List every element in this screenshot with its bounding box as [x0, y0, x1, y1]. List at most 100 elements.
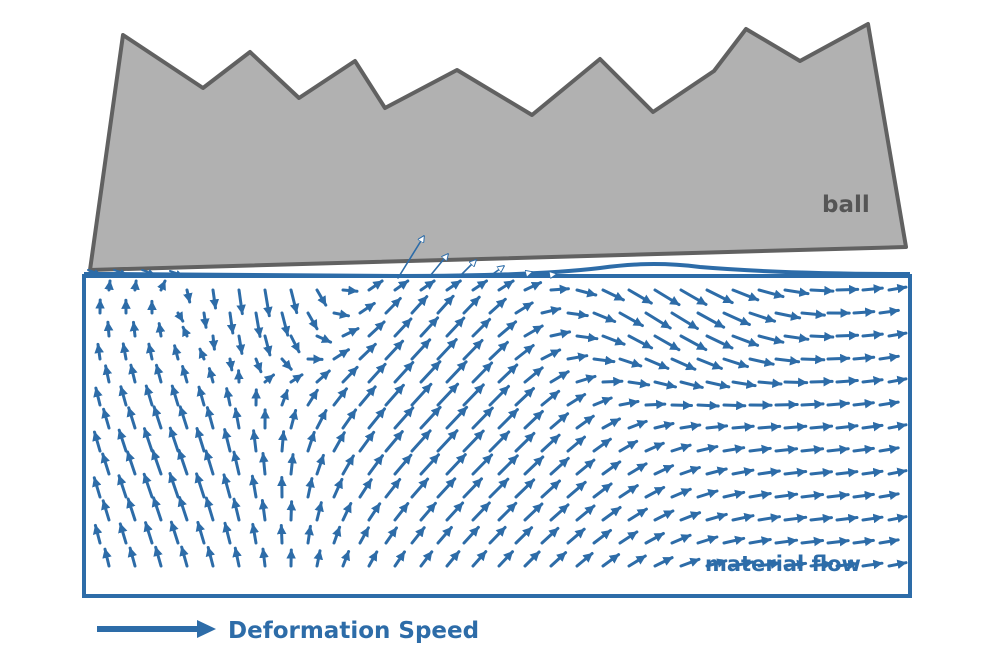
flow-arrow [835, 467, 859, 478]
flow-arrow [653, 509, 675, 522]
flow-arrow [497, 408, 519, 430]
flow-arrow [151, 449, 163, 476]
flow-arrow [809, 559, 833, 570]
flow-arrow [358, 478, 373, 499]
flow-arrow [644, 357, 670, 370]
flow-vector-field [87, 236, 908, 570]
flow-arrow [436, 338, 458, 361]
flow-arrow [341, 408, 358, 430]
flow-arrow [783, 377, 809, 388]
flow-arrow [670, 487, 692, 499]
flow-arrow [179, 545, 189, 568]
flow-arrow [205, 546, 216, 568]
flow-arrow [800, 536, 825, 547]
flow-arrow [436, 382, 460, 407]
flow-arrow [117, 428, 128, 453]
flow-arrow [341, 327, 360, 338]
flow-arrow [757, 559, 781, 569]
flow-arrow [304, 524, 314, 545]
flow-arrow [748, 444, 772, 455]
flow-arrow [198, 347, 208, 361]
flow-arrow [592, 437, 612, 453]
flow-arrow [705, 380, 731, 390]
flow-arrow [783, 467, 808, 478]
flow-arrow [462, 383, 485, 407]
flow-arrow [225, 357, 236, 372]
flow-arrow [679, 334, 708, 352]
flow-arrow [618, 484, 639, 499]
flow-arrow [705, 422, 729, 432]
flow-arrow [117, 474, 128, 499]
flow-arrow [627, 288, 653, 305]
flow-arrow [861, 330, 884, 340]
flow-arrow [722, 400, 747, 411]
flow-arrow [627, 462, 648, 476]
flow-arrow [540, 479, 561, 499]
flow-arrow [410, 526, 426, 545]
flow-arrow [887, 467, 908, 478]
flow-arrow [488, 477, 510, 499]
flow-arrow [696, 443, 719, 454]
flow-arrow [332, 525, 342, 545]
flow-arrow [627, 378, 651, 389]
flow-arrow [278, 430, 288, 453]
flow-arrow [852, 490, 875, 501]
flow-arrow [644, 485, 666, 499]
flow-arrow [731, 467, 755, 477]
flow-arrow [748, 536, 772, 546]
flow-arrow [93, 386, 103, 407]
flow-arrow [783, 559, 808, 570]
flow-arrow [575, 504, 596, 522]
flow-arrow [315, 453, 326, 476]
flow-arrow [172, 344, 182, 361]
flow-arrow [170, 384, 180, 407]
flow-arrow [800, 309, 826, 320]
flow-arrow [258, 499, 269, 522]
ball-shape [88, 22, 908, 272]
flow-arrow [705, 288, 734, 305]
flow-arrow [575, 288, 598, 298]
flow-arrow [861, 467, 884, 478]
flow-arrow [627, 334, 654, 350]
flow-arrow [774, 355, 801, 366]
flow-arrow [826, 490, 850, 501]
flow-arrow [259, 452, 269, 476]
flow-arrow [809, 376, 834, 387]
flow-arrow [249, 474, 259, 499]
flow-arrow [748, 311, 777, 324]
flow-arrow [679, 557, 701, 568]
flow-arrow [748, 490, 772, 500]
flow-arrow [852, 353, 876, 363]
flow-arrow [155, 322, 166, 338]
flow-arrow [367, 362, 387, 384]
flow-arrow [393, 550, 406, 568]
flow-arrow [731, 422, 755, 432]
flow-arrow [459, 260, 476, 277]
flow-arrow [445, 316, 466, 338]
flow-arrow [208, 334, 219, 351]
flow-arrow [471, 361, 494, 384]
flow-arrow [835, 376, 859, 386]
flow-arrow [113, 269, 127, 276]
flow-arrow [489, 266, 504, 277]
flow-arrow [497, 279, 515, 292]
flow-arrow [471, 550, 488, 568]
flow-arrow [332, 431, 346, 453]
flow-arrow [783, 422, 808, 432]
flow-arrow [887, 329, 908, 340]
flow-arrow [419, 453, 440, 476]
flow-arrow [249, 429, 260, 453]
flow-arrow [757, 422, 782, 432]
flow-arrow [705, 334, 734, 350]
flow-arrow [497, 501, 518, 522]
flow-arrow [289, 373, 304, 384]
flow-arrow [125, 450, 137, 476]
flow-arrow [774, 399, 799, 410]
flow-arrow [141, 269, 155, 276]
flow-arrow [549, 503, 570, 522]
flow-arrow [644, 532, 665, 545]
flow-arrow [393, 361, 415, 384]
flow-arrow [757, 513, 781, 523]
flow-arrow [566, 435, 586, 453]
flow-arrow [223, 387, 234, 407]
